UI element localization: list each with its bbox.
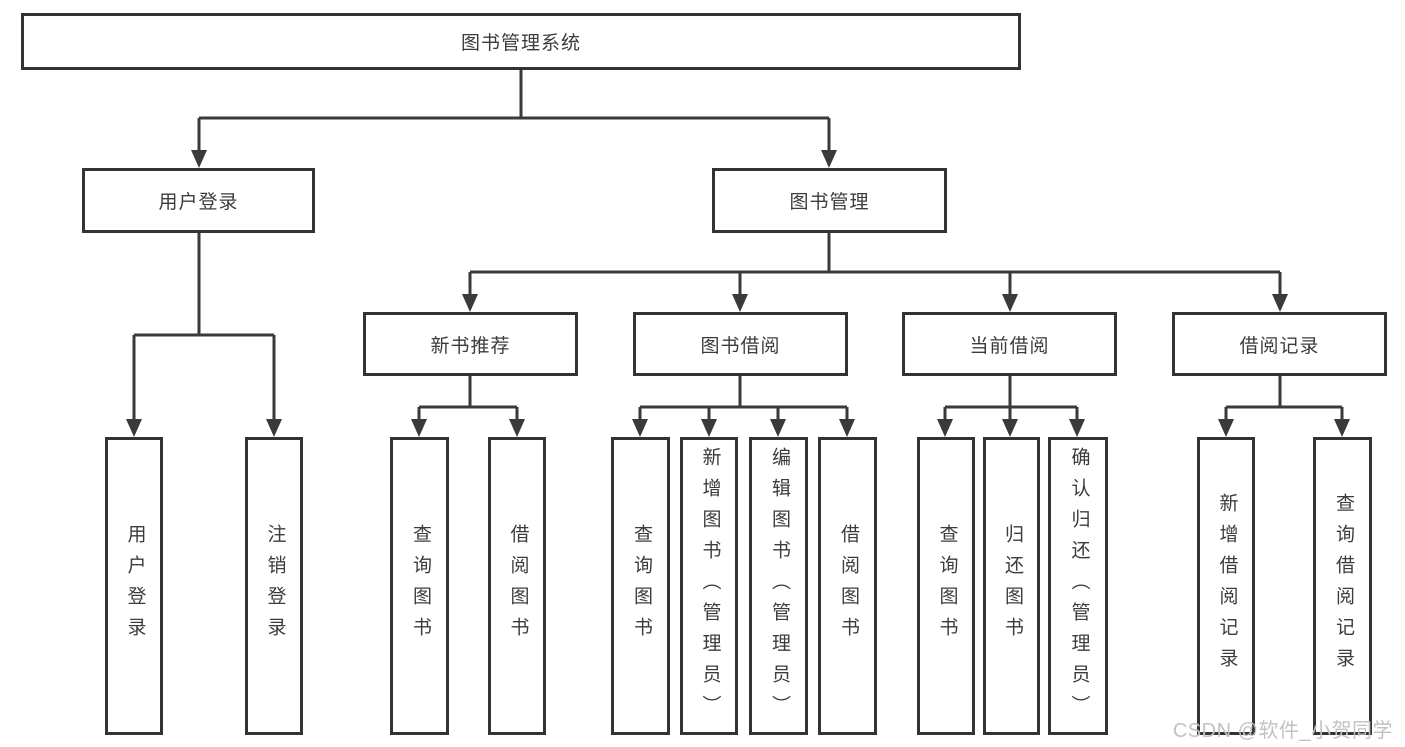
leaf-borrow-add-book-admin: 新增图书（管理员） xyxy=(680,437,738,735)
node-label: 图书借阅 xyxy=(700,335,781,357)
leaf-label: 归还图书 xyxy=(1001,524,1023,648)
leaf-user-login: 用户登录 xyxy=(105,437,163,735)
leaf-label: 借阅图书 xyxy=(507,524,529,648)
leaf-confirm-return-admin: 确认归还（管理员） xyxy=(1048,437,1108,735)
node-book-borrow: 图书借阅 xyxy=(633,312,848,376)
leaf-borrow-edit-book-admin: 编辑图书（管理员） xyxy=(749,437,808,735)
node-label: 新书推荐 xyxy=(430,335,511,357)
leaf-logout: 注销登录 xyxy=(245,437,303,735)
node-label: 用户登录 xyxy=(158,192,239,213)
leaf-label: 用户登录 xyxy=(124,524,146,648)
leaf-label: 借阅图书 xyxy=(837,524,859,648)
leaf-current-query: 查询图书 xyxy=(917,437,975,735)
leaf-label: 查询图书 xyxy=(409,524,431,648)
node-current-borrow: 当前借阅 xyxy=(902,312,1117,376)
leaf-label: 注销登录 xyxy=(264,524,286,648)
node-user-login: 用户登录 xyxy=(82,168,315,233)
leaf-label: 新增图书（管理员） xyxy=(699,446,721,726)
node-library-system-root: 图书管理系统 xyxy=(21,13,1021,70)
leaf-add-borrow-record: 新增借阅记录 xyxy=(1197,437,1255,735)
node-label: 图书管理 xyxy=(789,192,870,213)
leaf-query-borrow-record: 查询借阅记录 xyxy=(1313,437,1372,735)
leaf-borrow-query: 查询图书 xyxy=(611,437,670,735)
node-book-management: 图书管理 xyxy=(712,168,947,233)
leaf-label: 确认归还（管理员） xyxy=(1068,446,1090,726)
node-label: 借阅记录 xyxy=(1239,335,1320,357)
leaf-label: 编辑图书（管理员） xyxy=(768,446,790,726)
node-new-book-recommend: 新书推荐 xyxy=(363,312,578,376)
leaf-newbook-borrow: 借阅图书 xyxy=(488,437,546,735)
leaf-newbook-query: 查询图书 xyxy=(390,437,449,735)
connector-path xyxy=(132,70,1344,421)
leaf-label: 新增借阅记录 xyxy=(1216,493,1238,679)
node-borrow-record: 借阅记录 xyxy=(1172,312,1387,376)
leaf-return-book: 归还图书 xyxy=(983,437,1040,735)
leaf-borrow-book: 借阅图书 xyxy=(818,437,877,735)
leaf-label: 查询图书 xyxy=(630,524,652,648)
node-label: 图书管理系统 xyxy=(460,33,581,54)
leaf-label: 查询图书 xyxy=(936,524,958,648)
node-label: 当前借阅 xyxy=(969,335,1050,357)
leaf-label: 查询借阅记录 xyxy=(1332,493,1354,679)
csdn-watermark: CSDN @软件_小贺同学 xyxy=(1172,720,1393,742)
